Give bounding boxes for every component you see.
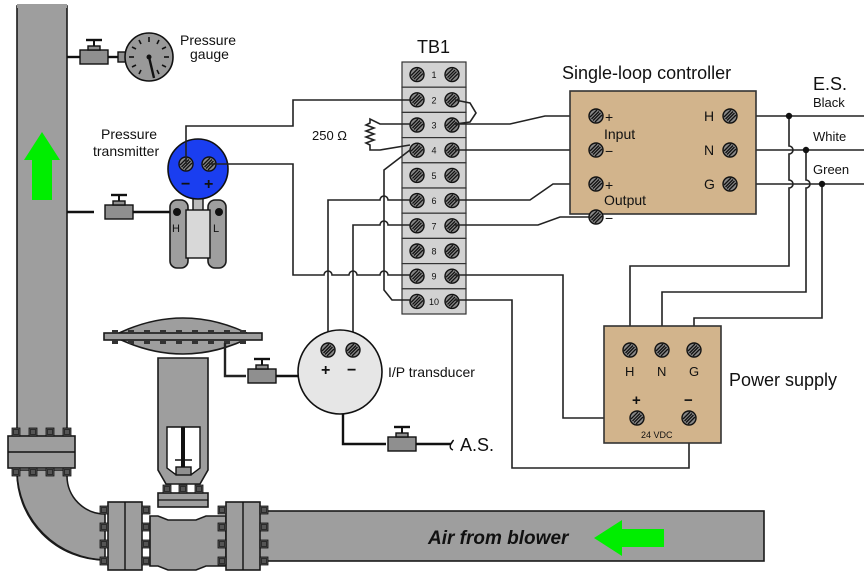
vertical-pipe — [16, 4, 68, 447]
transmitter-plus: + — [204, 176, 213, 193]
terminal-number: 7 — [431, 221, 436, 231]
single-loop-controller: + Input − + Output − H N G — [569, 90, 757, 226]
air-supply-label: A.S. — [460, 435, 494, 455]
terminal-screw-right — [444, 117, 460, 133]
ps-n-label: N — [657, 364, 666, 379]
terminal-number: 9 — [431, 272, 436, 282]
controller-title: Single-loop controller — [562, 63, 731, 83]
terminal-number: 4 — [431, 146, 436, 156]
ps-voltage-label: 24 VDC — [641, 430, 673, 440]
terminal-row: 1 — [401, 61, 467, 88]
terminal-screw-left — [409, 218, 425, 234]
pressure-gauge-label: Pressure gauge — [180, 32, 240, 62]
wiring — [185, 99, 864, 469]
terminal-number: 1 — [431, 70, 436, 80]
resistor-label: 250 Ω — [312, 128, 347, 143]
ps-h-label: H — [625, 364, 634, 379]
air-from-blower-label: Air from blower — [427, 528, 570, 549]
ps-minus-label: − — [684, 392, 693, 409]
power-supply-label: Power supply — [729, 370, 837, 390]
es-label: E.S. — [813, 74, 847, 94]
ip-plus-label: + — [321, 362, 330, 379]
terminal-row: 8 — [401, 237, 467, 265]
controller-output-minus: − — [605, 210, 613, 226]
horizontal-pipe — [239, 510, 765, 562]
controller-input-plus: + — [605, 109, 613, 125]
transmitter-h-label: H — [172, 223, 180, 235]
control-valve-body — [149, 515, 227, 571]
valve-actuator — [103, 317, 263, 508]
terminal-screw-left — [409, 293, 425, 310]
terminal-number: 8 — [431, 247, 436, 257]
flow-arrow-up — [24, 132, 60, 200]
es-white-label: White — [813, 129, 846, 144]
terminal-screw-left — [409, 92, 425, 108]
terminal-number: 3 — [431, 121, 436, 131]
terminal-block-title: TB1 — [417, 37, 450, 57]
pressure-transmitter-label: Pressure transmitter — [93, 126, 161, 159]
terminal-block-tb1: 1 2 3 4 5 6 7 8 9 10 — [401, 61, 467, 315]
terminal-row: 10 — [401, 288, 467, 315]
terminal-screw-left — [409, 268, 425, 284]
terminal-screw-left — [409, 243, 425, 259]
controller-g-label: G — [704, 176, 715, 192]
terminal-row: 3 — [401, 111, 467, 139]
pipe-flange-vertical — [7, 427, 76, 477]
controller-output-label: Output — [604, 192, 646, 208]
terminal-screw-left — [409, 142, 425, 158]
flow-arrow-left — [594, 520, 664, 556]
gauge-needle — [147, 56, 156, 79]
controller-h-label: H — [704, 108, 714, 124]
ps-g-label: G — [689, 364, 699, 379]
terminal-screw-right — [444, 243, 460, 259]
ip-transducer: + − — [223, 329, 454, 453]
controller-input-minus: − — [605, 143, 613, 159]
ip-transducer-label: I/P transducer — [388, 364, 475, 380]
terminal-number: 2 — [431, 95, 436, 105]
gauge-ticks — [129, 37, 169, 75]
pipe-flange-elbow — [99, 501, 151, 571]
terminal-screw-right — [444, 268, 460, 284]
terminal-number: 10 — [429, 297, 439, 307]
pipe-flange-valve — [217, 501, 269, 571]
terminal-screw-left — [409, 167, 425, 184]
terminal-row: 5 — [401, 162, 467, 189]
controller-output-plus: + — [605, 177, 613, 193]
ps-plus-label: + — [632, 392, 641, 409]
terminal-screw-right — [444, 293, 460, 310]
terminal-screw-left — [409, 66, 425, 83]
pressure-transmitter: H L − + — [67, 138, 229, 269]
es-green-label: Green — [813, 162, 849, 177]
controller-input-label: Input — [604, 126, 635, 142]
terminal-screw-right — [444, 167, 460, 184]
es-black-label: Black — [813, 95, 845, 110]
controller-n-label: N — [704, 142, 714, 158]
terminal-row: 9 — [401, 263, 467, 290]
terminal-number: 5 — [431, 171, 436, 181]
pressure-gauge — [67, 32, 174, 82]
terminal-screw-left — [409, 117, 425, 133]
terminal-number: 6 — [431, 196, 436, 206]
ip-minus-label: − — [347, 362, 356, 379]
transmitter-minus: − — [181, 176, 190, 193]
terminal-screw-right — [444, 66, 460, 83]
terminal-screw-left — [409, 192, 425, 209]
power-supply: H N G + − 24 VDC — [603, 325, 722, 444]
transmitter-l-label: L — [213, 223, 219, 235]
